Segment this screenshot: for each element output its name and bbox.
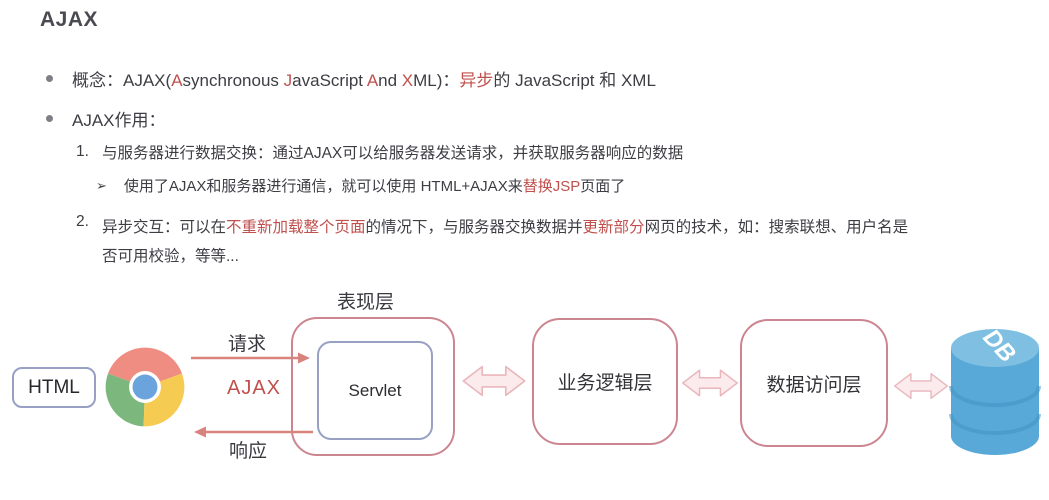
- request-label: 请求: [228, 334, 267, 355]
- bullet-concept: 概念：AJAX(Asynchronous JavaScript And XML)…: [46, 66, 656, 91]
- double-arrow-icon: [682, 369, 738, 397]
- double-arrow-icon: [462, 365, 526, 397]
- arrow-bullet-icon: ➢: [96, 177, 107, 193]
- presentation-layer-label: 表现层: [337, 292, 395, 313]
- bullet-dot: [46, 115, 53, 122]
- item-number: 1.: [76, 143, 89, 160]
- data-access-layer-label: 数据访问层: [766, 374, 862, 396]
- item-number: 2.: [76, 213, 89, 230]
- servlet-box: Servlet: [317, 341, 433, 440]
- html-box-label: HTML: [28, 376, 80, 398]
- numbered-item-2: 2. 异步交互：可以在不重新加载整个页面的情况下，与服务器交换数据并更新部分网页…: [76, 213, 914, 271]
- servlet-box-label: Servlet: [348, 380, 402, 400]
- database-icon: DB: [949, 324, 1041, 455]
- item2-text: 异步交互：可以在不重新加载整个页面的情况下，与服务器交换数据并更新部分网页的技术…: [102, 219, 909, 265]
- sub1-text: 使用了AJAX和服务器进行通信，就可以使用 HTML+AJAX来替换JSP页面了: [123, 178, 626, 195]
- bullet-dot: [46, 75, 53, 82]
- effects-heading: AJAX作用：: [72, 111, 166, 130]
- business-logic-layer-label: 业务逻辑层: [557, 373, 653, 394]
- presentation-layer-box: [291, 317, 455, 456]
- page-title: AJAX: [40, 8, 99, 31]
- bullet-effects: AJAX作用：: [46, 106, 166, 131]
- sub-item-1: ➢ 使用了AJAX和服务器进行通信，就可以使用 HTML+AJAX来替换JSP页…: [96, 175, 625, 196]
- request-arrow-icon: [191, 352, 310, 364]
- chrome-browser-icon: [105, 347, 185, 427]
- response-label: 响应: [229, 441, 268, 462]
- html-box: HTML: [12, 367, 96, 408]
- double-arrow-icon: [893, 372, 949, 400]
- item1-text: 与服务器进行数据交换：通过AJAX可以给服务器发送请求，并获取服务器响应的数据: [102, 145, 684, 162]
- ajax-protocol-label: AJAX: [227, 377, 282, 399]
- numbered-item-1: 1. 与服务器进行数据交换：通过AJAX可以给服务器发送请求，并获取服务器响应的…: [76, 141, 683, 163]
- business-logic-layer-box: 业务逻辑层: [532, 318, 678, 445]
- data-access-layer-box: 数据访问层: [740, 319, 888, 447]
- concept-text: 概念：AJAX(Asynchronous JavaScript And XML)…: [72, 71, 656, 90]
